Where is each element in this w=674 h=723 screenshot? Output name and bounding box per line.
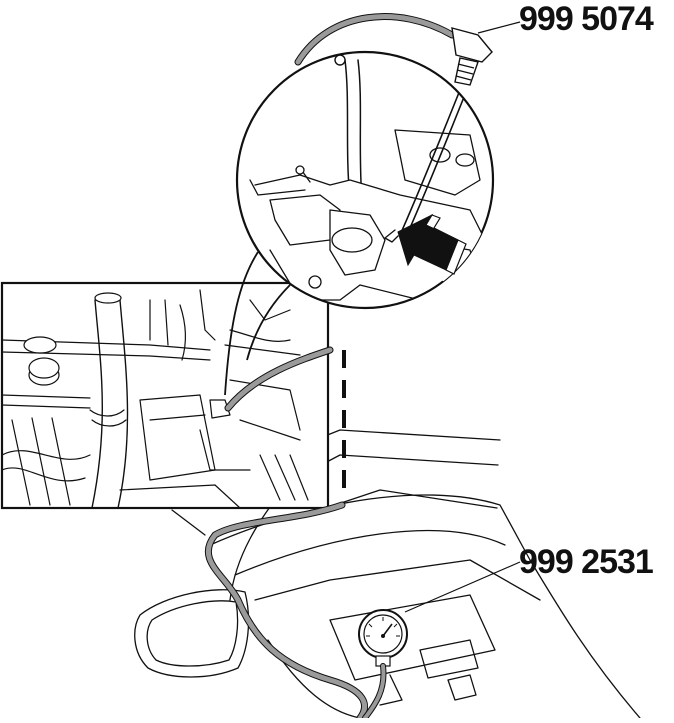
tool-number-label-bottom: 999 2531 bbox=[519, 543, 654, 581]
gauge-leader-line bbox=[404, 561, 521, 613]
tool-number-label-top: 999 5074 bbox=[519, 0, 654, 38]
test-hose bbox=[204, 13, 456, 722]
block-arrow-icon bbox=[397, 213, 467, 275]
engine-inlay bbox=[0, 281, 330, 510]
pressure-gauge bbox=[358, 609, 408, 667]
